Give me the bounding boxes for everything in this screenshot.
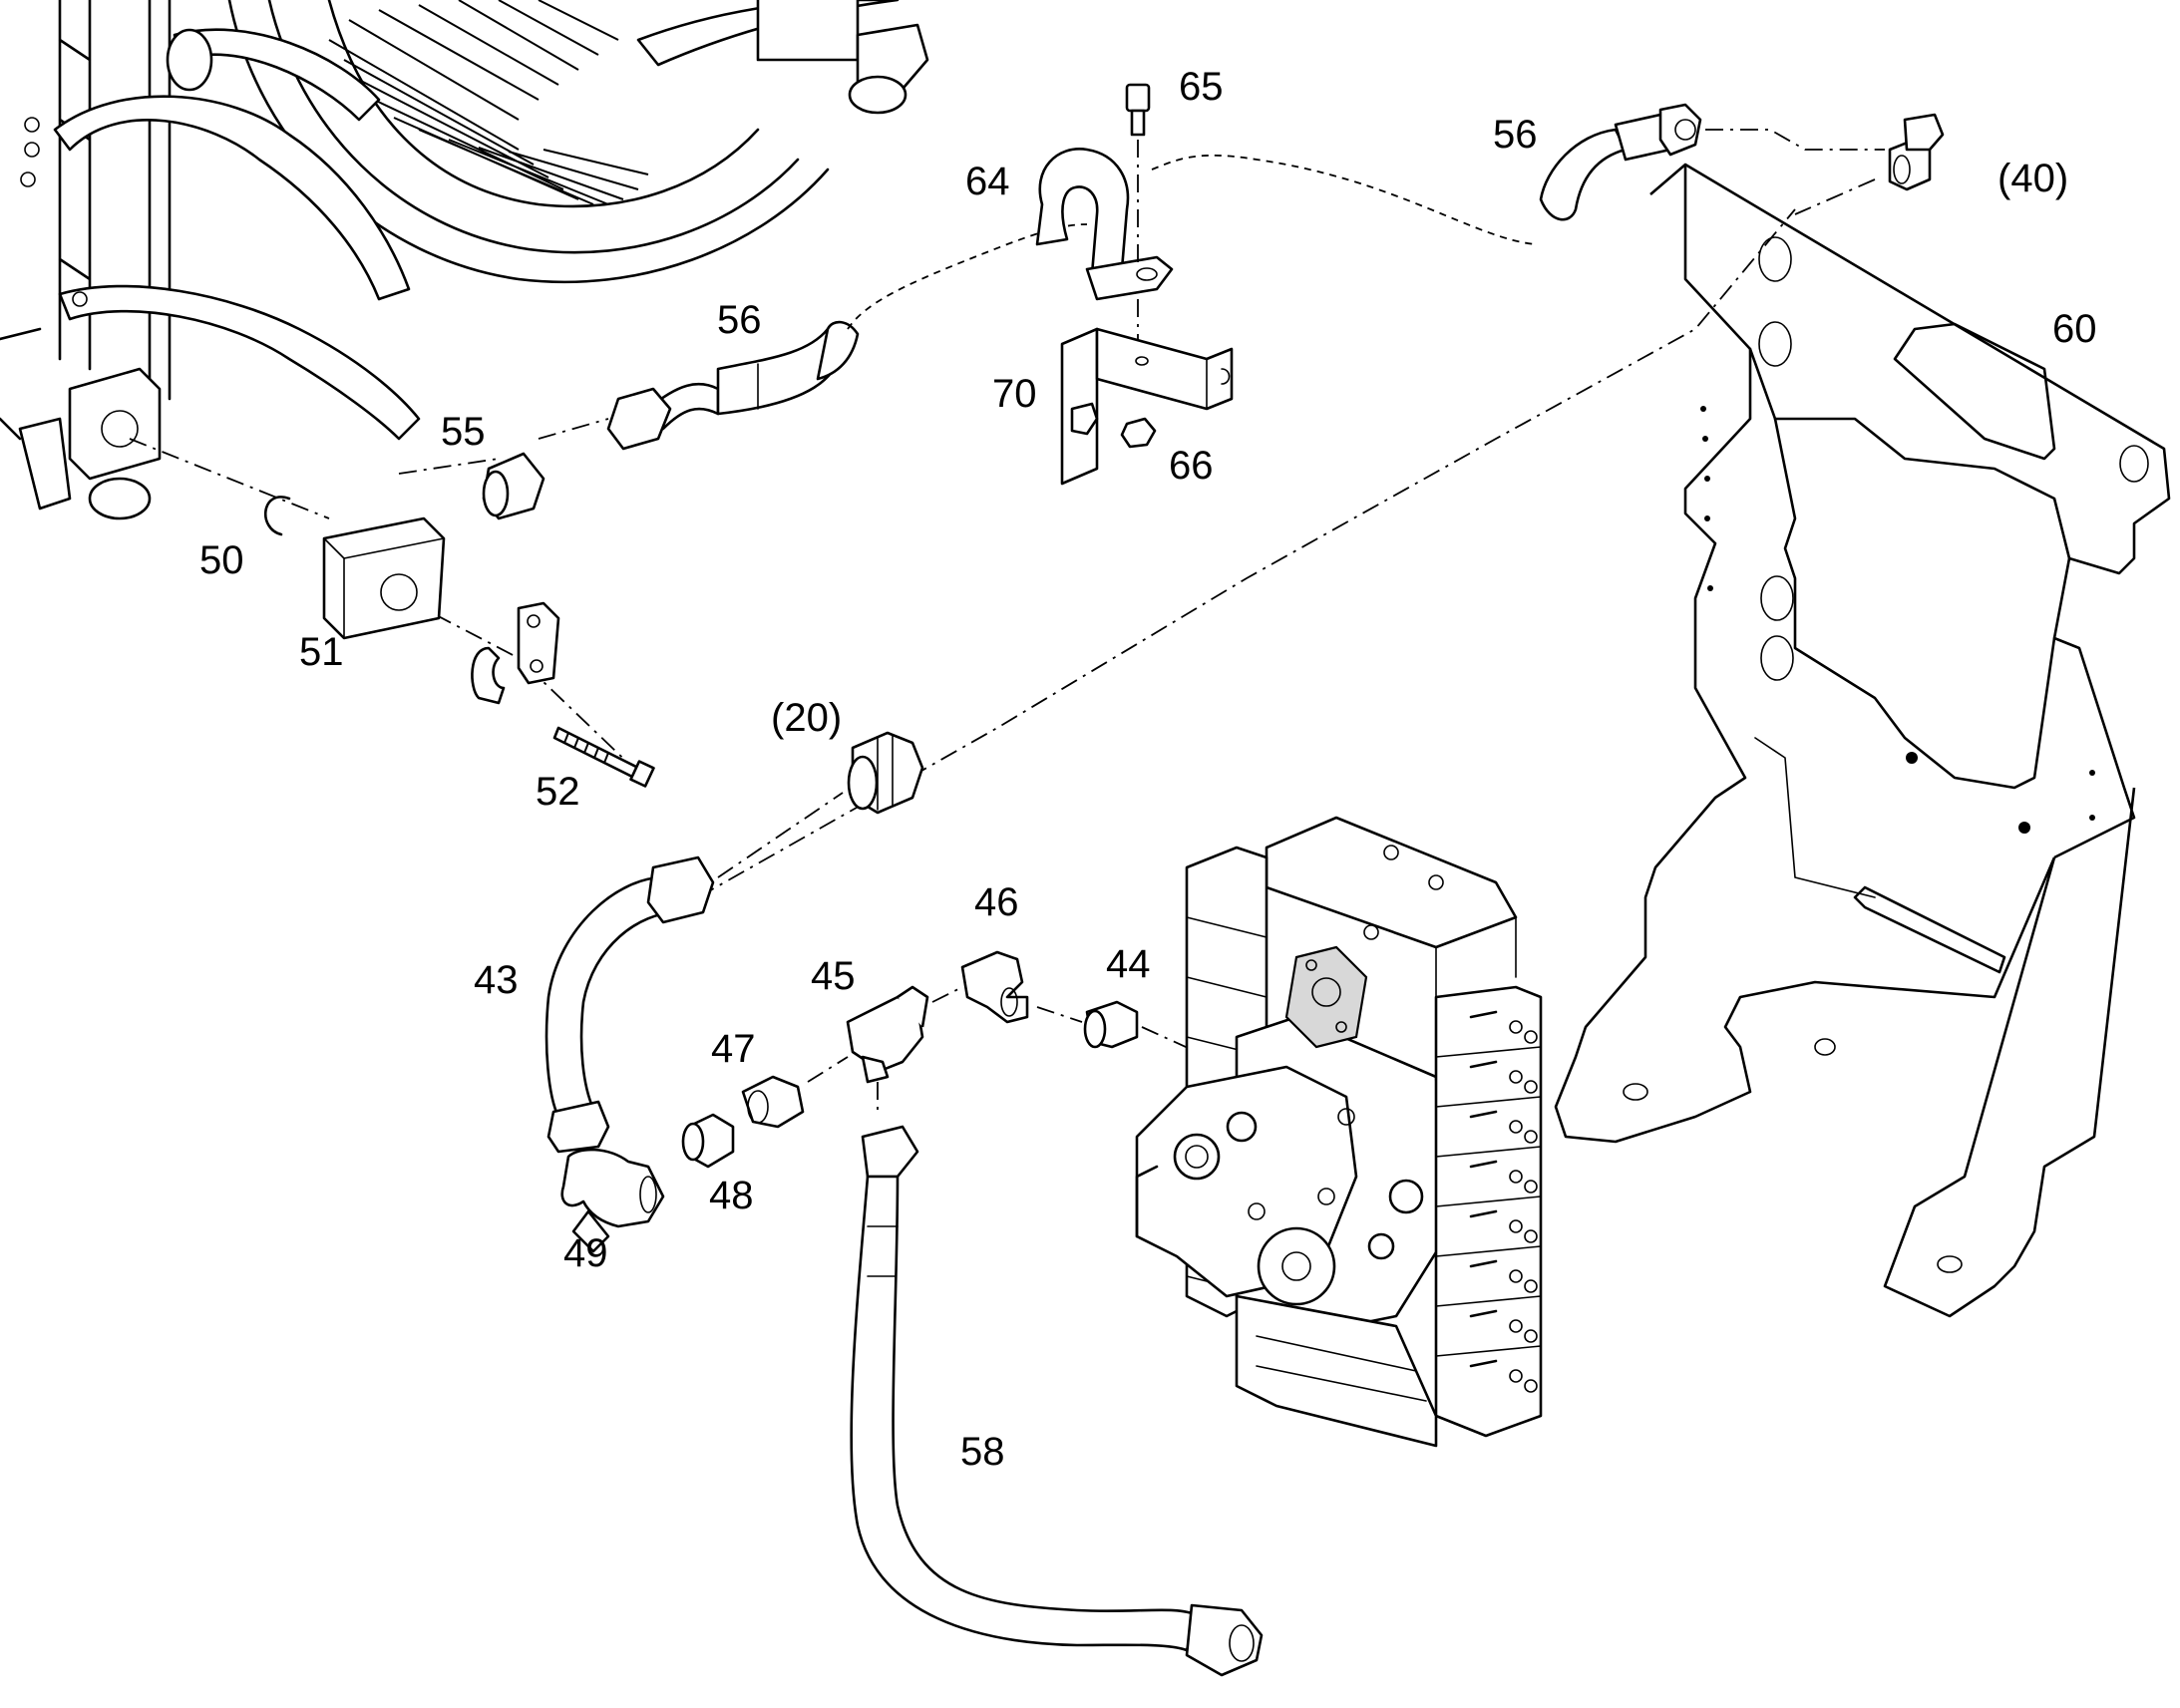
callout-20: (20) [771, 696, 842, 740]
part-55-fitting [482, 452, 545, 520]
callout-40: (40) [1998, 157, 2068, 200]
part-47-fitting [741, 1075, 805, 1129]
callout-64: 64 [965, 160, 1010, 203]
part-64-clamp [1035, 148, 1174, 301]
callout-66: 66 [1169, 444, 1214, 488]
cooler-assembly [0, 0, 929, 520]
control-valve-block [1135, 816, 1543, 1448]
callout-48: 48 [709, 1174, 754, 1217]
part-70-bracket [1060, 327, 1234, 486]
callout-44: 44 [1106, 942, 1151, 986]
part-52-bolt [552, 726, 655, 788]
callout-51: 51 [299, 630, 344, 674]
part-46-elbow [960, 950, 1029, 1024]
part-56-hose-upper [1539, 103, 1702, 221]
callout-56-lower: 56 [717, 298, 762, 342]
part-51-adapter-block [322, 516, 446, 640]
part-flange-halves [471, 601, 560, 705]
part-56-hose-lower [606, 320, 860, 451]
callout-labels: 65 56 (40) 64 60 56 70 55 66 50 51 (20) … [199, 65, 2097, 1474]
callout-60: 60 [2052, 307, 2097, 351]
callout-49: 49 [563, 1231, 608, 1275]
callout-45: 45 [811, 954, 856, 998]
part-58-hose [850, 1125, 1264, 1677]
part-45-tee [846, 985, 929, 1084]
part-50-snap-ring [264, 496, 291, 536]
fan-grille [328, 0, 649, 205]
callout-65: 65 [1179, 65, 1224, 109]
callout-70: 70 [992, 372, 1037, 416]
part-40-fitting [1888, 113, 1945, 191]
callout-46: 46 [974, 880, 1019, 924]
part-43-hose [545, 855, 715, 1154]
callout-58: 58 [960, 1430, 1005, 1474]
part-49-elbow [560, 1148, 665, 1253]
callout-52: 52 [536, 770, 580, 814]
callout-55: 55 [441, 410, 486, 454]
part-20-fitting [847, 731, 924, 815]
part-65-screw [1125, 83, 1151, 137]
part-60-mounting-frame [1554, 163, 2171, 1318]
part-48-fitting [681, 1113, 735, 1169]
callout-50: 50 [199, 538, 244, 582]
part-66-nut [1120, 417, 1157, 449]
part-44-fitting [1083, 1000, 1139, 1049]
callout-56-upper: 56 [1493, 113, 1538, 157]
callout-47: 47 [711, 1027, 756, 1071]
callout-43: 43 [474, 958, 519, 1002]
